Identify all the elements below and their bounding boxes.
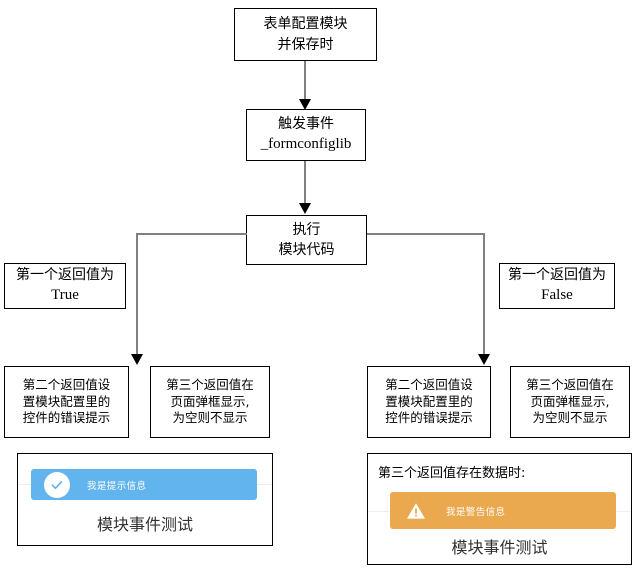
node-true-second-return: 第二个返回值设 置模块配置里的 控件的错误提示 [4,366,129,438]
node-line-value: True [51,287,79,304]
node-line: 模块代码 [278,242,335,258]
panel-warning-preview: 第三个返回值存在数据时: 我是警告信息 模块事件测试 [367,453,632,565]
arrowhead-false-branch [478,354,490,365]
arrowhead-start-to-trigger [299,99,311,110]
node-line: 第二个返回值设 [22,376,111,392]
arrowhead-true-branch [131,354,143,365]
node-line: 执行 [292,221,321,238]
node-line: 触发事件 [278,115,334,132]
node-line: 控件的错误提示 [22,410,111,426]
node-line: 为空则不显示 [532,410,608,426]
connector-execute-right-horizontal [367,233,485,235]
node-line: 置模块配置里的 [385,393,473,409]
node-form-config-save: 表单配置模块 并保存时 [234,8,377,61]
panel-success-preview: 我是提示信息 模块事件测试 [17,453,273,546]
node-line: 控件的错误提示 [385,410,473,426]
check-circle-icon [44,471,70,498]
label-first-return-false: 第一个返回值为 False [499,263,615,309]
label-first-return-true: 第一个返回值为 True [4,263,126,309]
toast-success[interactable]: 我是提示信息 [31,469,257,500]
node-line: 第三个返回值在 [526,376,614,392]
node-line: 第一个返回值为 [16,266,114,283]
toast-warning-message: 我是警告信息 [446,506,506,518]
arrowhead-trigger-to-execute [299,203,311,214]
panel-warning-caption: 模块事件测试 [451,538,548,557]
node-line: 第二个返回值设 [385,376,473,392]
node-line: 表单配置模块 [263,16,348,33]
node-line: 页面弹框显示, [530,393,610,409]
panel-success-caption: 模块事件测试 [96,515,193,534]
node-line: 并保存时 [277,36,334,53]
node-execute-module-code: 执行 模块代码 [246,215,367,265]
node-line: 第三个返回值在 [166,376,254,392]
connector-execute-left-horizontal [137,233,247,235]
node-line-event-name: _formconfiglib [260,136,352,153]
node-false-second-return: 第二个返回值设 置模块配置里的 控件的错误提示 [367,366,491,438]
connector-trigger-to-execute [304,161,306,206]
connector-start-to-trigger [304,61,306,102]
node-line: 第一个返回值为 [508,266,606,283]
node-trigger-event: 触发事件 _formconfiglib [246,109,366,161]
node-line-value: False [541,287,573,304]
node-true-third-return: 第三个返回值在 页面弹框显示, 为空则不显示 [150,366,270,438]
connector-execute-left-vertical [136,233,138,358]
panel-warning-label: 第三个返回值存在数据时: [378,466,526,481]
node-line: 为空则不显示 [172,410,248,426]
node-line: 页面弹框显示, [170,393,250,409]
toast-warning[interactable]: 我是警告信息 [390,492,616,529]
node-line: 置模块配置里的 [22,393,111,409]
connector-execute-right-vertical [483,233,485,358]
warning-triangle-icon [403,499,429,523]
node-false-third-return: 第三个返回值在 页面弹框显示, 为空则不显示 [510,366,630,438]
toast-success-message: 我是提示信息 [87,480,147,492]
